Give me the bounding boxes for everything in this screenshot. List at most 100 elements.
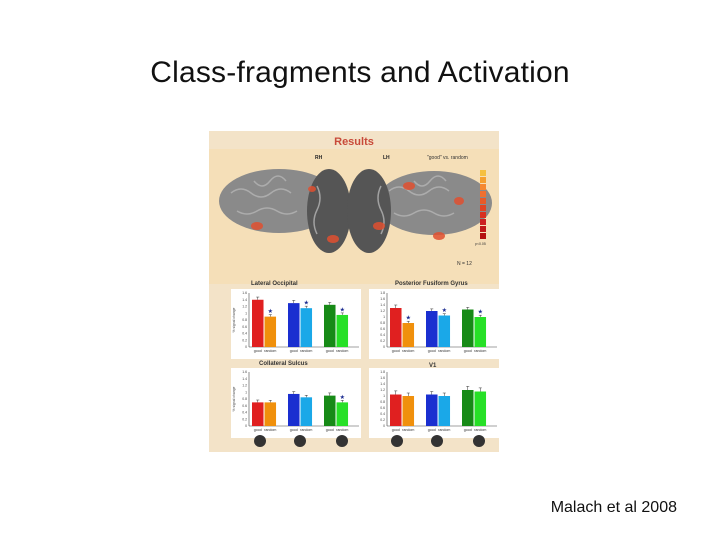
y-tick-label: 0 bbox=[383, 424, 385, 428]
bar bbox=[390, 308, 402, 347]
stimulus-thumbnails bbox=[254, 435, 485, 447]
y-tick-label: 1.6 bbox=[242, 291, 247, 295]
bar bbox=[288, 393, 300, 426]
x-tick-label: good bbox=[290, 349, 298, 353]
significance-star: ★ bbox=[406, 315, 411, 322]
x-tick-label: random bbox=[474, 349, 486, 353]
activation-blob bbox=[308, 186, 316, 192]
y-axis-label: % signal change bbox=[232, 307, 236, 332]
bar bbox=[264, 402, 277, 426]
y-tick-label: 0.8 bbox=[380, 321, 385, 325]
y-tick-label: 0 bbox=[245, 345, 247, 349]
results-figure: Results bbox=[209, 131, 499, 452]
x-tick-label: good bbox=[392, 428, 400, 432]
y-tick-label: 0.2 bbox=[380, 339, 385, 343]
y-tick-label: 1.4 bbox=[242, 377, 247, 381]
y-tick-label: 1 bbox=[245, 390, 247, 394]
figure-title: Results bbox=[334, 136, 374, 148]
y-tick-label: 1.4 bbox=[242, 298, 247, 302]
stimulus-thumbnail-icon bbox=[294, 435, 306, 447]
x-tick-label: random bbox=[336, 349, 348, 353]
y-tick-label: 1.2 bbox=[380, 309, 385, 313]
x-tick-label: good bbox=[428, 428, 436, 432]
significance-star: ★ bbox=[340, 394, 345, 401]
bar bbox=[402, 323, 415, 347]
activation-blob bbox=[403, 182, 415, 190]
y-tick-label: 1.2 bbox=[242, 305, 247, 309]
x-tick-label: good bbox=[326, 349, 334, 353]
bar bbox=[426, 311, 438, 347]
x-tick-label: good bbox=[464, 428, 472, 432]
bar bbox=[462, 390, 474, 426]
y-tick-label: 1.2 bbox=[242, 384, 247, 388]
stimulus-thumbnail-icon bbox=[391, 435, 403, 447]
bar bbox=[462, 309, 474, 347]
panel-title-collateral-sulcus: Collateral Sulcus bbox=[259, 361, 308, 367]
bar bbox=[300, 397, 313, 426]
citation: Malach et al 2008 bbox=[550, 499, 677, 516]
bar bbox=[390, 394, 402, 426]
y-tick-label: 1.4 bbox=[380, 382, 385, 386]
y-axis-label: % signal change bbox=[232, 386, 236, 411]
y-tick-label: 0 bbox=[383, 345, 385, 349]
bar bbox=[252, 299, 264, 347]
activation-blob bbox=[454, 197, 464, 205]
significance-star: ★ bbox=[304, 300, 309, 307]
panel-title-lateral-occipital: Lateral Occipital bbox=[251, 281, 298, 287]
bar bbox=[336, 314, 349, 347]
y-tick-label: 0.4 bbox=[242, 411, 247, 415]
activation-blob bbox=[433, 232, 445, 240]
activation-blob bbox=[373, 222, 385, 230]
p-value-label: p<0.05 bbox=[475, 242, 486, 246]
bar bbox=[324, 395, 336, 426]
y-tick-label: 1 bbox=[383, 315, 385, 319]
bar bbox=[426, 394, 438, 426]
y-tick-label: 0.2 bbox=[242, 417, 247, 421]
lh-label: LH bbox=[383, 155, 390, 161]
y-tick-label: 1 bbox=[383, 394, 385, 398]
x-tick-label: random bbox=[300, 349, 312, 353]
x-tick-label: random bbox=[474, 428, 486, 432]
significance-star: ★ bbox=[268, 308, 273, 315]
bar bbox=[252, 402, 264, 426]
bar bbox=[300, 308, 313, 347]
bar bbox=[474, 391, 487, 426]
significance-star: ★ bbox=[478, 309, 483, 316]
left-ventral-surface bbox=[347, 169, 391, 253]
bar bbox=[402, 396, 415, 426]
y-tick-label: 1.2 bbox=[380, 388, 385, 392]
bar bbox=[438, 396, 451, 426]
stimulus-thumbnail-icon bbox=[336, 435, 348, 447]
y-tick-label: 1.6 bbox=[380, 297, 385, 301]
y-tick-label: 0.8 bbox=[242, 397, 247, 401]
slide-title: Class-fragments and Activation bbox=[150, 56, 570, 89]
y-tick-label: 1.6 bbox=[380, 376, 385, 380]
bar bbox=[336, 402, 349, 426]
x-tick-label: random bbox=[264, 428, 276, 432]
x-tick-label: random bbox=[264, 349, 276, 353]
x-tick-label: random bbox=[402, 428, 414, 432]
x-tick-label: good bbox=[254, 428, 262, 432]
x-tick-label: good bbox=[326, 428, 334, 432]
x-tick-label: good bbox=[464, 349, 472, 353]
panel-title-posterior-fusiform: Posterior Fusiform Gyrus bbox=[395, 281, 468, 287]
significance-star: ★ bbox=[340, 306, 345, 313]
rh-label: RH bbox=[315, 155, 323, 161]
y-tick-label: 0.2 bbox=[380, 418, 385, 422]
color-scale-bar bbox=[480, 170, 486, 239]
y-tick-label: 1.8 bbox=[380, 370, 385, 374]
stimulus-thumbnail-icon bbox=[254, 435, 266, 447]
left-hemisphere-surface bbox=[376, 171, 492, 235]
y-tick-label: 1.6 bbox=[242, 370, 247, 374]
x-tick-label: good bbox=[428, 349, 436, 353]
bar bbox=[474, 317, 487, 347]
x-tick-label: good bbox=[392, 349, 400, 353]
activation-blob bbox=[251, 222, 263, 230]
x-tick-label: random bbox=[300, 428, 312, 432]
y-tick-label: 0 bbox=[245, 424, 247, 428]
x-tick-label: random bbox=[438, 349, 450, 353]
brain-activation-map bbox=[209, 149, 499, 284]
y-tick-label: 0.2 bbox=[242, 338, 247, 342]
